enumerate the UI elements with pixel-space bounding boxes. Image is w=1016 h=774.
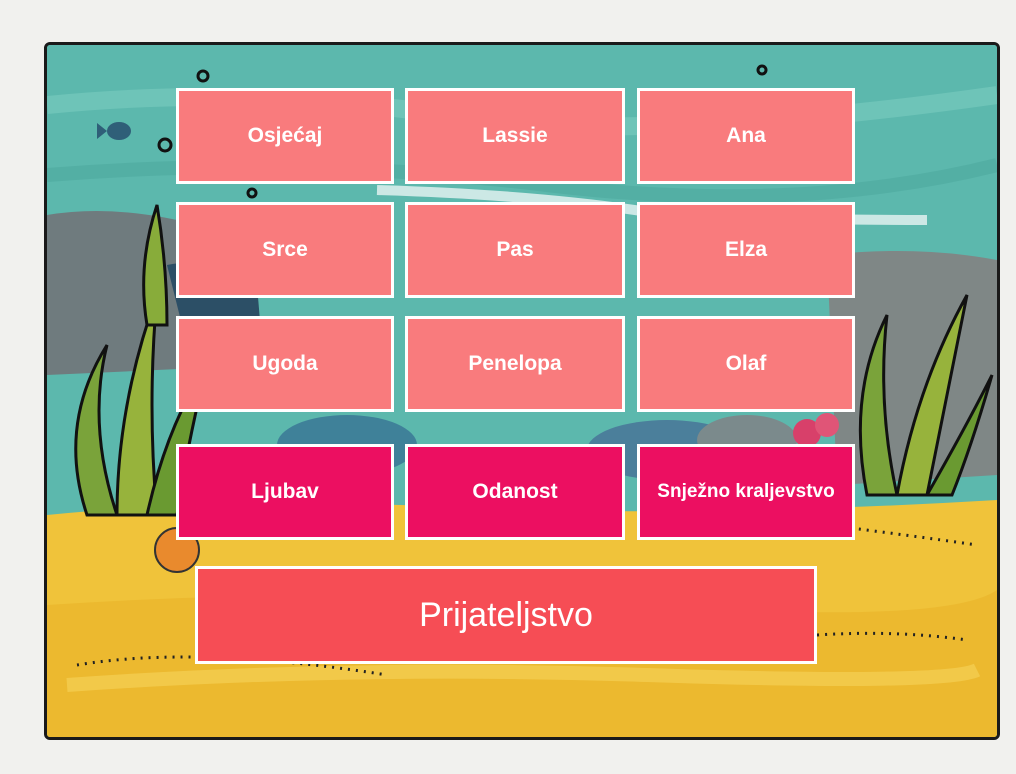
word-tile-ana[interactable]: Ana <box>637 88 855 184</box>
word-tile-elza[interactable]: Elza <box>637 202 855 298</box>
word-tile-lassie[interactable]: Lassie <box>405 88 625 184</box>
word-tile-osjecaj[interactable]: Osjećaj <box>176 88 394 184</box>
category-tile-odanost[interactable]: Odanost <box>405 444 625 540</box>
word-tile-pas[interactable]: Pas <box>405 202 625 298</box>
category-tile-snjezno-kraljevstvo[interactable]: Snježno kraljevstvo <box>637 444 855 540</box>
word-tile-srce[interactable]: Srce <box>176 202 394 298</box>
word-tile-penelopa[interactable]: Penelopa <box>405 316 625 412</box>
word-tile-ugoda[interactable]: Ugoda <box>176 316 394 412</box>
category-tile-ljubav[interactable]: Ljubav <box>176 444 394 540</box>
answer-tile-prijateljstvo[interactable]: Prijateljstvo <box>195 566 817 664</box>
word-tile-olaf[interactable]: Olaf <box>637 316 855 412</box>
